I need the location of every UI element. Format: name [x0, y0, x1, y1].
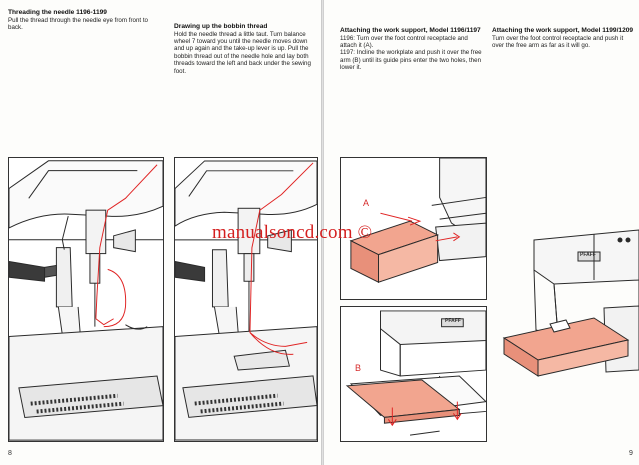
book-gutter	[321, 0, 324, 465]
work-support-1196-text-b: 1197: Incline the workplate and push it …	[340, 49, 482, 72]
pfaff-plate-1199: PFAFF	[580, 252, 596, 258]
page-number-right: 9	[629, 450, 633, 457]
work-support-1196-heading: Attaching the work support, Model 1196/1…	[340, 27, 481, 34]
left-page: Threading the needle 1196-1199 Pull the …	[0, 0, 321, 465]
bobbin-section: Drawing up the bobbin thread Hold the ne…	[174, 23, 316, 75]
bobbin-text: Hold the needle thread a little taut. Tu…	[174, 30, 311, 75]
work-support-a-drawing	[349, 158, 486, 284]
work-support-1199-section: Attaching the work support, Model 1199/1…	[492, 27, 636, 49]
threading-section: Threading the needle 1196-1199 Pull the …	[8, 9, 160, 31]
right-page: Attaching the work support, Model 1196/1…	[324, 0, 639, 465]
work-support-b-illustration: B PFAFF	[340, 306, 487, 442]
label-a: A	[363, 198, 370, 208]
threading-drawing	[9, 160, 163, 441]
bobbin-heading: Drawing up the bobbin thread	[174, 23, 268, 30]
work-support-a-illustration: A	[340, 157, 487, 300]
threading-illustration	[8, 157, 164, 442]
work-support-b-drawing	[345, 310, 486, 436]
work-support-1196-section: Attaching the work support, Model 1196/1…	[340, 27, 484, 72]
pfaff-plate-b: PFAFF	[445, 318, 461, 324]
page-number-left: 8	[8, 450, 12, 457]
work-support-1199-illustration: PFAFF	[494, 220, 639, 405]
bobbin-illustration	[174, 157, 318, 442]
work-support-1196-text-a: 1196: Turn over the foot control recepta…	[340, 34, 468, 49]
threading-heading: Threading the needle 1196-1199	[8, 9, 107, 16]
work-support-1199-drawing	[502, 229, 639, 377]
work-support-1199-text: Turn over the foot control receptacle an…	[492, 34, 624, 49]
label-b: B	[355, 363, 362, 373]
work-support-1199-heading: Attaching the work support, Model 1199/1…	[492, 27, 634, 34]
bobbin-drawing	[175, 160, 317, 441]
watermark-text: manualsoncd.com ©	[212, 222, 373, 243]
threading-text: Pull the thread through the needle eye f…	[8, 16, 148, 31]
